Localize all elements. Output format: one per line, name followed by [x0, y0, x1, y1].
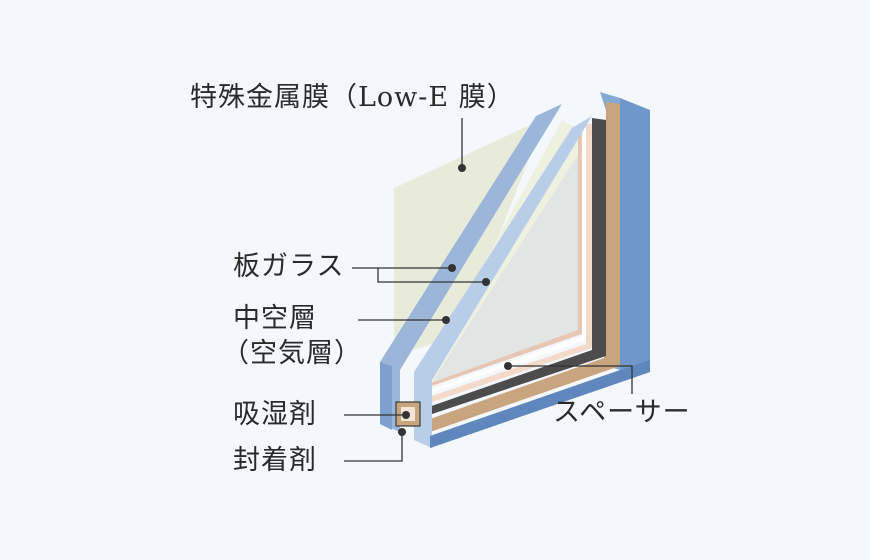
label-spacer: スペーサー [553, 397, 691, 428]
leader-sealant [344, 432, 403, 462]
leader-lines [344, 118, 633, 462]
dot-desiccant [402, 411, 410, 419]
outer-glass-pane-front [380, 362, 392, 430]
leader-spacer [508, 365, 633, 394]
leader-glass [352, 267, 486, 283]
dot-spacer [504, 362, 512, 370]
dot-air [442, 316, 450, 324]
dot-glass-2 [482, 278, 490, 286]
label-low-e-film: 特殊金属膜（Low-E 膜） [190, 82, 515, 113]
frame-bottom-edge [430, 360, 650, 448]
frame-outer-blue [430, 98, 650, 448]
outer-glass-pane [380, 104, 562, 432]
leader-dots [398, 164, 512, 436]
dot-glass-1 [448, 264, 456, 272]
label-sheet-glass: 板ガラス [233, 251, 345, 282]
label-air-layer: 中空層 [233, 303, 317, 334]
inner-glass-pane [414, 116, 592, 448]
label-air-layer-sub: （空気層） [222, 338, 362, 369]
dot-sealant [398, 428, 406, 436]
dot-low-e [458, 164, 466, 172]
label-sealant: 封着剤 [233, 445, 317, 476]
label-desiccant: 吸湿剤 [233, 399, 317, 430]
